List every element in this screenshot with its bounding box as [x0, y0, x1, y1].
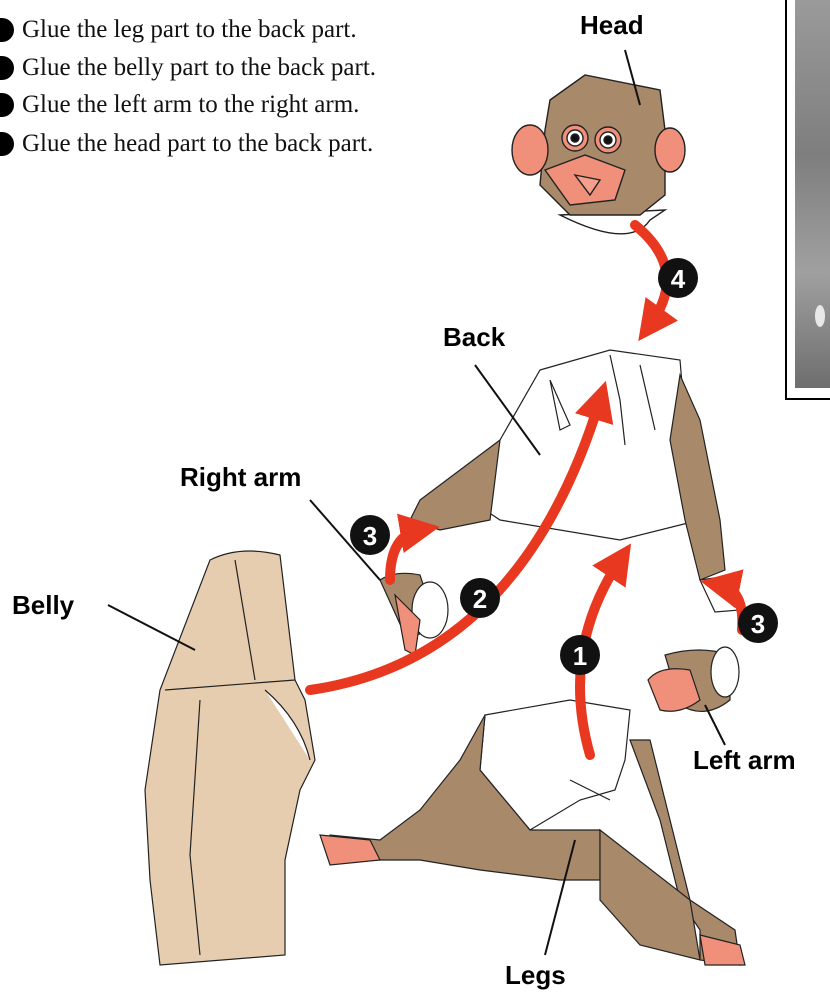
label-legs: Legs [505, 960, 566, 991]
badge-step-1-text: 1 [573, 641, 587, 671]
badge-step-2-text: 2 [473, 584, 487, 614]
back-part [410, 350, 740, 612]
head-part [512, 75, 685, 234]
badge-step-4-text: 4 [671, 264, 686, 294]
legs-part [320, 700, 745, 965]
arrow-step-3-right [390, 530, 420, 580]
label-left-arm: Left arm [693, 745, 796, 776]
label-back: Back [443, 322, 505, 353]
left-arm-part [648, 647, 739, 711]
belly-part [145, 551, 315, 965]
label-head: Head [580, 10, 644, 41]
label-right-arm: Right arm [180, 462, 301, 493]
badge-step-3-left-text: 3 [751, 609, 765, 639]
label-belly: Belly [12, 590, 74, 621]
badge-step-3-right-text: 3 [363, 521, 377, 551]
